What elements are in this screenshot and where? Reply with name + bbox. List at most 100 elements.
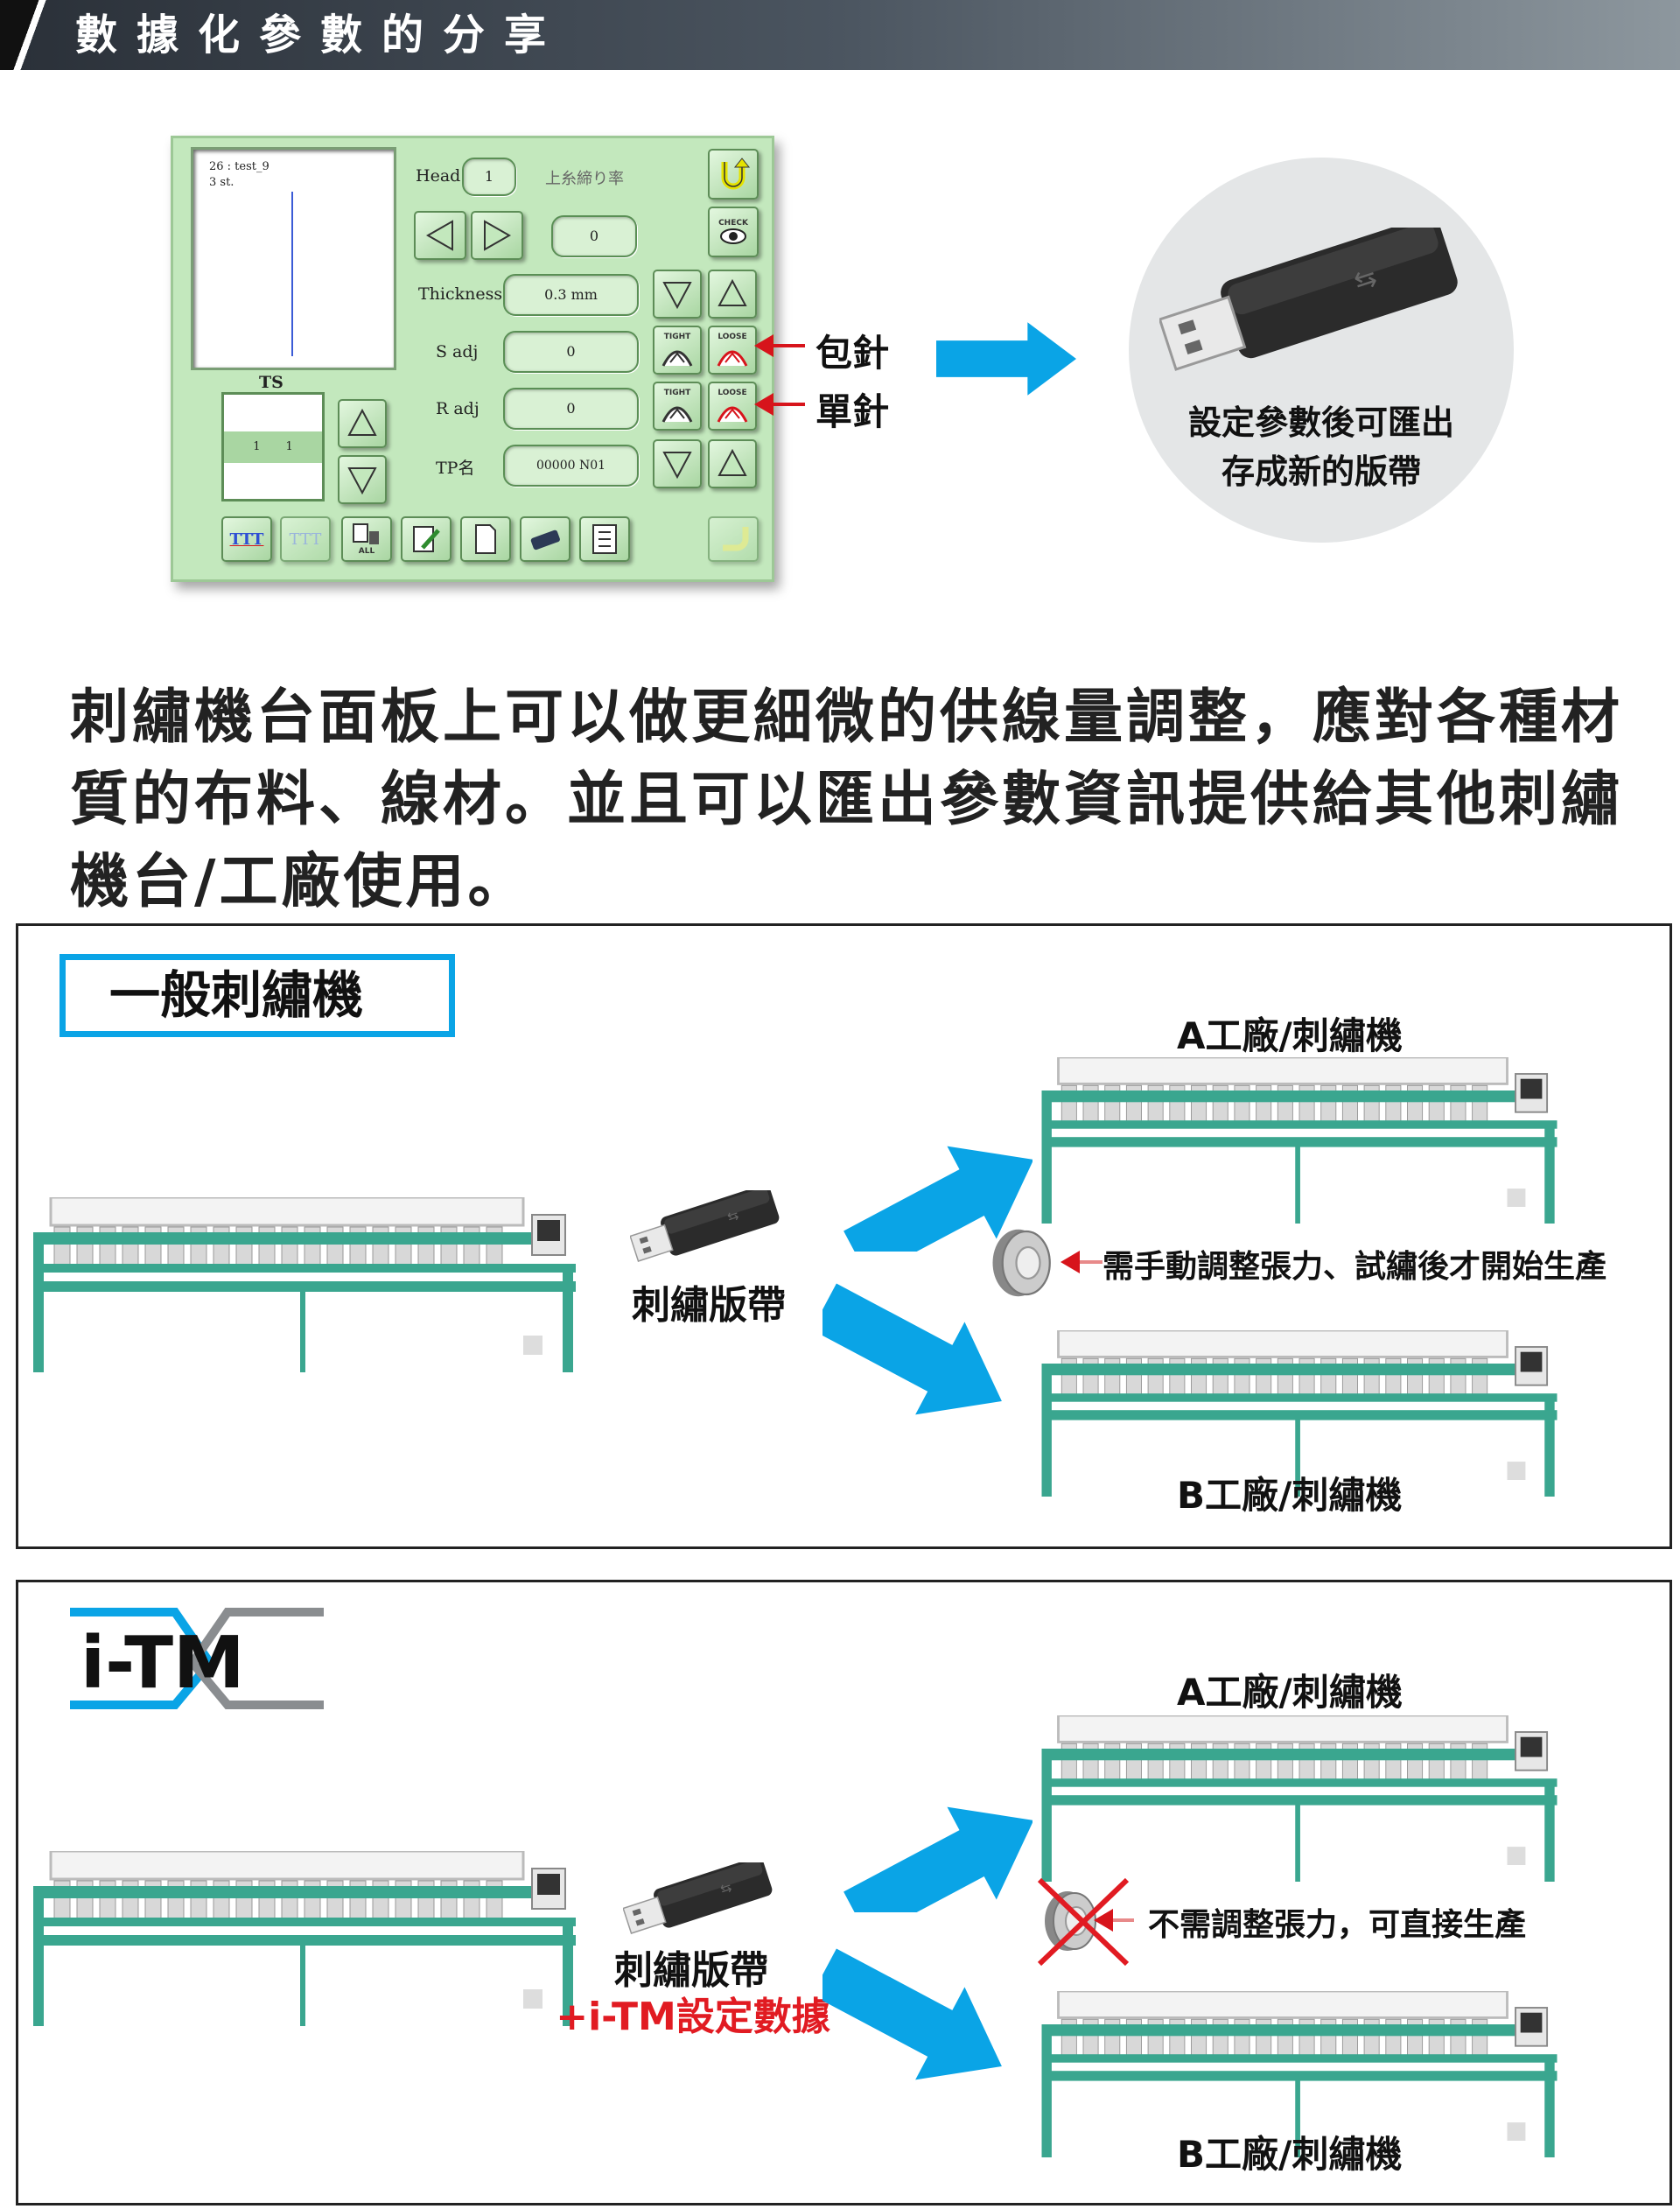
s1-usb-icon <box>630 1190 782 1268</box>
sadj-field[interactable]: 0 <box>503 331 639 373</box>
card-icon <box>530 529 560 550</box>
tight-label-2: TIGHT <box>663 389 691 397</box>
s2-usb-label: 刺繡版帶 <box>614 1948 768 1993</box>
loose-icon <box>717 406 748 423</box>
triangle-down-icon <box>662 282 692 310</box>
header-title: 數據化參數的分享 <box>75 11 566 60</box>
s1-factory-a-label: A工廠/刺繡機 <box>1177 1014 1403 1057</box>
itm-logo-text: i-TM <box>80 1622 245 1705</box>
header-accent <box>0 0 63 70</box>
loose-label-2: LOOSE <box>718 389 747 397</box>
control-panel: 26 : test_9 3 st. Head 1 上糸締り率 0 CHECK T… <box>171 136 774 582</box>
file-icon <box>475 524 496 554</box>
head-label: Head <box>416 166 461 186</box>
export-arrow-icon <box>936 322 1076 396</box>
tp-down-button[interactable] <box>653 439 702 488</box>
return-button[interactable] <box>708 149 759 200</box>
edit-icon <box>413 526 440 552</box>
sadj-label: S adj <box>436 342 479 361</box>
s1-arrow-up <box>844 1146 1032 1252</box>
bao-zhen-label: 包針 <box>816 332 890 375</box>
s2-usb-icon <box>623 1862 775 1940</box>
triangle-up-icon <box>718 278 747 306</box>
upper-tension-field[interactable]: 0 <box>551 215 637 257</box>
list-button[interactable] <box>579 516 630 562</box>
s2-factory-b-label: B工廠/刺繡機 <box>1177 2133 1403 2176</box>
tight-label: TIGHT <box>663 333 691 341</box>
radj-field[interactable]: 0 <box>503 388 639 430</box>
dan-zhen-arrow <box>754 393 805 416</box>
preview-name: 26 : test_9 <box>209 160 270 173</box>
head-field[interactable]: 1 <box>462 158 516 196</box>
tight-icon <box>662 406 693 423</box>
ttt-button[interactable]: TTT <box>221 516 272 562</box>
s1-machine-a <box>1040 1057 1558 1224</box>
s2-usb-label2: +i-TM設定數據 <box>556 1995 830 2039</box>
export-caption-line2: 存成新的版帶 <box>1221 452 1421 491</box>
back-button[interactable] <box>708 516 759 562</box>
arrow-right-icon <box>484 220 512 251</box>
tp-up-button[interactable] <box>708 439 757 488</box>
usb-drive-icon <box>1159 228 1463 383</box>
thickness-down-button[interactable] <box>653 270 702 319</box>
r-tight-button[interactable]: TIGHT <box>653 382 702 431</box>
check-button[interactable]: CHECK <box>708 207 759 257</box>
s1-note: 需手動調整張力、試繡後才開始生產 <box>1102 1249 1607 1285</box>
ts-label: TS <box>259 373 284 392</box>
ts-up-button[interactable] <box>338 399 387 448</box>
loose-icon <box>717 350 748 367</box>
pattern-preview: 26 : test_9 3 st. <box>191 147 396 370</box>
ttt-label: TTT <box>229 529 264 549</box>
back-icon <box>723 527 749 551</box>
ttt-disabled-button[interactable]: TTT <box>280 516 331 562</box>
next-button[interactable] <box>471 211 523 260</box>
media-button[interactable] <box>520 516 570 562</box>
preview-stitches: 3 st. <box>209 176 234 189</box>
s1-usb-label: 刺繡版帶 <box>632 1283 786 1328</box>
eye-icon <box>720 228 746 244</box>
s2-machine-a <box>1040 1715 1558 1882</box>
thickness-up-button[interactable] <box>708 270 757 319</box>
return-icon <box>721 158 751 190</box>
radj-label: R adj <box>436 399 480 418</box>
ts-down-button[interactable] <box>338 455 387 504</box>
s2-note-arrow <box>1094 1909 1134 1932</box>
tension-knob-icon <box>991 1228 1051 1298</box>
s2-source-machine <box>33 1851 576 2026</box>
ts-right-value: 1 <box>285 440 293 453</box>
loose-label: LOOSE <box>718 333 747 341</box>
s2-arrow-up <box>844 1806 1032 1912</box>
tension-knob-crossed-icon <box>1037 1877 1130 1967</box>
new-file-button[interactable] <box>460 516 511 562</box>
general-machine-tag: 一般刺繡機 <box>60 954 455 1037</box>
description-paragraph: 刺繡機台面板上可以做更細微的供線量調整，應對各種材質的布料、線材。並且可以匯出參… <box>70 683 1623 915</box>
s2-note: 不需調整張力，可直接生產 <box>1148 1907 1527 1943</box>
s1-source-machine <box>33 1197 576 1372</box>
upper-tension-label: 上糸締り率 <box>545 170 624 188</box>
triangle-down-icon <box>662 452 692 480</box>
s1-note-arrow <box>1060 1251 1102 1273</box>
export-caption: 設定參數後可匯出 存成新的版帶 <box>1129 398 1514 496</box>
ts-left-value: 1 <box>253 440 261 453</box>
itm-logo: i-TM <box>70 1608 324 1709</box>
s1-factory-b-label: B工廠/刺繡機 <box>1177 1474 1403 1517</box>
triangle-up-icon <box>347 408 377 436</box>
s-tight-button[interactable]: TIGHT <box>653 326 702 375</box>
tight-icon <box>662 350 693 367</box>
check-label: CHECK <box>718 219 748 228</box>
list-icon <box>592 524 617 554</box>
delete-all-button[interactable]: ALL <box>341 516 392 562</box>
prev-button[interactable] <box>414 211 466 260</box>
r-loose-button[interactable]: LOOSE <box>708 382 757 431</box>
trash-icon <box>353 523 379 544</box>
tp-field[interactable]: 00000 N01 <box>503 445 639 487</box>
triangle-down-icon <box>347 467 377 495</box>
preview-stitch-line <box>291 192 293 356</box>
s-loose-button[interactable]: LOOSE <box>708 326 757 375</box>
triangle-up-icon <box>718 448 747 476</box>
all-label: ALL <box>358 547 375 556</box>
s2-arrow-down <box>822 1948 1002 2080</box>
thickness-field[interactable]: 0.3 mm <box>503 274 639 316</box>
edit-button[interactable] <box>401 516 452 562</box>
arrow-left-icon <box>425 220 453 251</box>
